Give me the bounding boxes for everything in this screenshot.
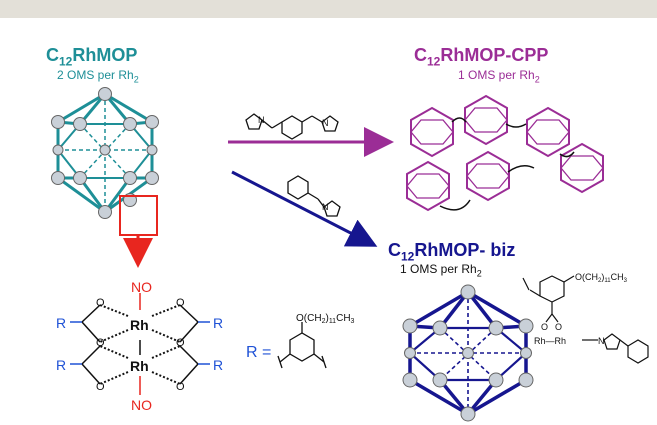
reagent2-n: N <box>322 202 329 212</box>
r-right-bottom: R <box>213 357 223 373</box>
cpp-title: C12RhMOP-CPP <box>414 45 549 69</box>
biz-mop-nodes <box>402 284 534 422</box>
biz-oms-label: 1 OMS per Rh2 <box>400 262 482 279</box>
biz-arrow <box>231 170 378 247</box>
biz-rh-rh: Rh—Rh <box>534 336 566 346</box>
r-chain-label: O(CH2)11CH3 <box>296 313 355 325</box>
rh-bottom: Rh <box>130 358 149 374</box>
biz-title: C12RhMOP- biz <box>388 240 516 264</box>
biz-o-right: O <box>555 322 562 332</box>
reagent-linker <box>245 113 339 140</box>
top-banner <box>0 0 657 18</box>
o-6: O <box>176 381 185 393</box>
rh-top: Rh <box>130 317 149 333</box>
cpp-oms-label: 1 OMS per Rh2 <box>458 68 540 85</box>
r-group-structure <box>277 322 327 369</box>
biz-n: N <box>598 336 605 346</box>
paddlewheel-structure <box>70 293 210 395</box>
biz-o-left: O <box>541 322 548 332</box>
biz-chain-label: O(CH2)11CH3 <box>575 272 628 284</box>
reagent1-n2: N <box>322 118 329 128</box>
no-bottom: NO <box>131 397 152 413</box>
reagent-biz <box>287 175 341 217</box>
left-oms-label: 2 OMS per Rh2 <box>57 68 139 85</box>
left-title: C12RhMOP <box>46 45 138 69</box>
o-4: O <box>176 337 185 349</box>
r-left-top: R <box>56 315 66 331</box>
o-2: O <box>176 297 185 309</box>
o-1: O <box>96 297 105 309</box>
teal-mop-nodes <box>51 87 159 219</box>
cpp-cages <box>406 94 604 212</box>
biz-detail-structure <box>522 275 649 364</box>
o-3: O <box>96 337 105 349</box>
r-left-bottom: R <box>56 357 66 373</box>
reagent1-n1: N <box>258 115 265 125</box>
no-top: NO <box>131 279 152 295</box>
r-equals: R = <box>246 344 271 361</box>
o-5: O <box>96 381 105 393</box>
r-right-top: R <box>213 315 223 331</box>
cpp-linkers <box>439 117 575 211</box>
